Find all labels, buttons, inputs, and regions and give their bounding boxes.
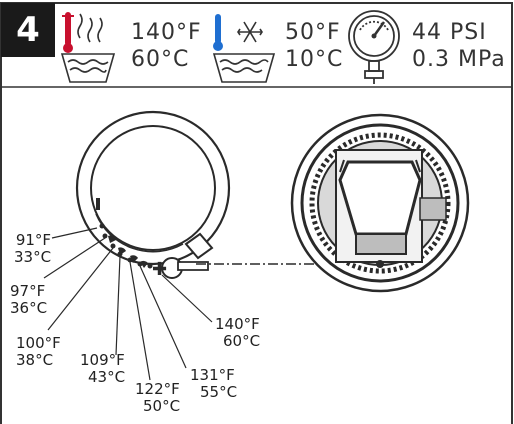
hot-temp-c: 60°C (131, 47, 190, 72)
cold-temp-f: 50°F (285, 20, 341, 45)
pressure-mpa: 0.3 MPa (412, 47, 506, 72)
hot-water-icon (60, 12, 116, 83)
hot-temp-f: 140°F (131, 20, 202, 45)
plus-icon: ✚ (152, 259, 168, 280)
step-number: 4 (1, 3, 55, 57)
pressure-psi: 44 PSI (412, 20, 487, 45)
pressure-gauge-icon (348, 10, 400, 84)
cold-temp-c: 10°C (285, 47, 344, 72)
cold-water-icon (212, 14, 276, 83)
